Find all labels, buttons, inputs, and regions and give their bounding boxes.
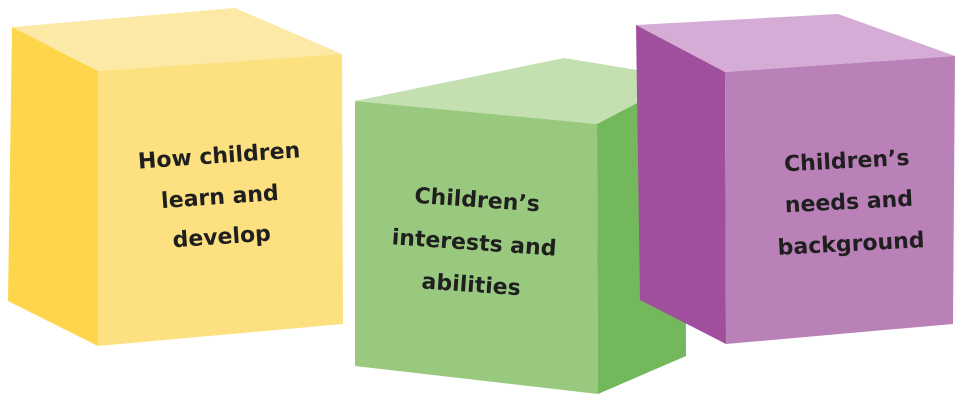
cube-learn-develop-front-face [98,54,343,346]
cube-interests-abilities: Children’s interests and abilities [355,58,686,394]
cube-needs-background-left-face [636,25,726,344]
cube-needs-background-top [636,14,955,72]
cube-interests-abilities-left-face [355,101,598,394]
cube-learn-develop-left-face [8,27,98,346]
cube-needs-background-front-face [725,56,955,344]
cube-needs-background: Children’s needs and background [636,14,955,344]
cube-learn-develop-top [12,8,342,71]
cube-learn-develop: How children learn and develop [8,8,343,346]
cube-interests-abilities-top [355,58,685,124]
